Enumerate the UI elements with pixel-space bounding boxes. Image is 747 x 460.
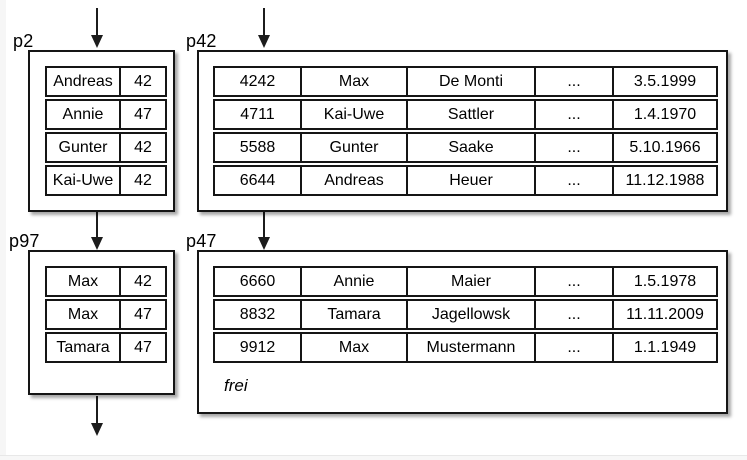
- table-cell: Gunter: [58, 138, 108, 156]
- table-cell: Heuer: [406, 167, 534, 194]
- table-cell: Sattler: [406, 101, 534, 128]
- page-label-p47: p47: [186, 231, 217, 251]
- table-cell: Kai-Uwe: [52, 171, 114, 189]
- table-cell: 42: [119, 167, 165, 194]
- bottom-edge-strip: [0, 455, 747, 460]
- table-cell: Tamara: [56, 338, 110, 356]
- table-cell: Max: [67, 272, 99, 290]
- table-cell: ...: [534, 101, 612, 128]
- table-cell: ...: [534, 167, 612, 194]
- table-cell: Andreas: [53, 72, 113, 90]
- arrow-line: [263, 212, 265, 238]
- table-row: Max 42: [45, 266, 167, 297]
- arrow-head-icon: [258, 237, 270, 250]
- table-cell: Mustermann: [406, 334, 534, 361]
- table-row: Gunter 42: [45, 132, 167, 163]
- table-cell: 5588: [239, 138, 276, 156]
- table-cell: 1.1.1949: [612, 334, 716, 361]
- arrow-line: [263, 8, 265, 36]
- arrow-head-icon: [258, 35, 270, 48]
- table-cell: ...: [534, 268, 612, 295]
- table-row: Andreas 42: [45, 66, 167, 97]
- page-label-p97: p97: [9, 231, 40, 251]
- table-cell: ...: [534, 68, 612, 95]
- table-cell: Max: [300, 68, 406, 95]
- table-cell: Saake: [406, 134, 534, 161]
- table-cell: ...: [534, 334, 612, 361]
- table-cell: 11.12.1988: [612, 167, 716, 194]
- table-cell: 42: [119, 134, 165, 161]
- table-cell: ...: [534, 134, 612, 161]
- table-cell: Max: [300, 334, 406, 361]
- table-cell: Kai-Uwe: [300, 101, 406, 128]
- table-cell: 8832: [239, 305, 276, 323]
- arrow-line: [96, 396, 98, 424]
- table-cell: 1.5.1978: [612, 268, 716, 295]
- table-cell: De Monti: [406, 68, 534, 95]
- table-cell: Jagellowsk: [406, 301, 534, 328]
- page-label-p2: p2: [13, 31, 34, 51]
- table-cell: 4711: [240, 105, 275, 123]
- table-cell: 6660: [239, 272, 276, 290]
- free-space-label: frei: [224, 376, 248, 395]
- table-cell: Maier: [406, 268, 534, 295]
- arrow-line: [96, 212, 98, 238]
- arrow-head-icon: [91, 35, 103, 48]
- table-cell: Tamara: [300, 301, 406, 328]
- table-row: Max 47: [45, 299, 167, 330]
- arrow-head-icon: [91, 423, 103, 436]
- table-cell: 42: [119, 68, 165, 95]
- table-cell: 6644: [239, 171, 276, 189]
- table-cell: 3.5.1999: [612, 68, 716, 95]
- table-cell: 9912: [239, 338, 276, 356]
- table-cell: Andreas: [300, 167, 406, 194]
- table-cell: Gunter: [300, 134, 406, 161]
- table-cell: Annie: [300, 268, 406, 295]
- table-cell: 11.11.2009: [612, 301, 716, 328]
- table-cell: Max: [67, 305, 99, 323]
- page-label-p42: p42: [186, 31, 217, 51]
- left-edge-strip: [0, 0, 6, 460]
- table-cell: 1.4.1970: [612, 101, 716, 128]
- arrow-head-icon: [91, 237, 103, 250]
- table-row: Tamara 47: [45, 332, 167, 363]
- table-cell: 47: [119, 101, 165, 128]
- table-cell: Annie: [62, 105, 104, 123]
- table-row: Annie 47: [45, 99, 167, 130]
- table-cell: 47: [119, 301, 165, 328]
- table-row: Kai-Uwe 42: [45, 165, 167, 196]
- table-cell: 42: [119, 268, 165, 295]
- table-cell: ...: [534, 301, 612, 328]
- arrow-line: [96, 8, 98, 36]
- table-cell: 47: [119, 334, 165, 361]
- table-cell: 4242: [239, 72, 276, 90]
- table-cell: 5.10.1966: [612, 134, 716, 161]
